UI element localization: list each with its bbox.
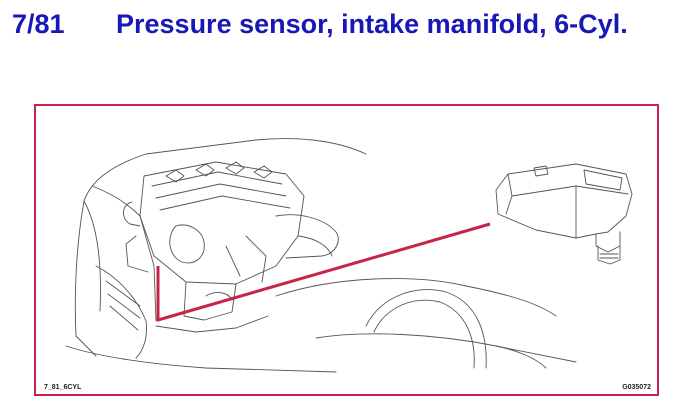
engine-bay-illustration	[65, 138, 633, 373]
figure-caption-left: 7_81_6CYL	[44, 384, 82, 391]
page-title: Pressure sensor, intake manifold, 6-Cyl.	[116, 9, 628, 39]
pointer-line	[156, 222, 491, 322]
engine-block	[139, 161, 305, 285]
section-number: 7/81	[12, 9, 65, 39]
illustration-frame: 7_81_6CYL G035072	[34, 104, 659, 396]
pressure-sensor	[495, 163, 633, 239]
hood-outline	[74, 138, 367, 337]
figure-caption-right: G035072	[622, 384, 651, 391]
